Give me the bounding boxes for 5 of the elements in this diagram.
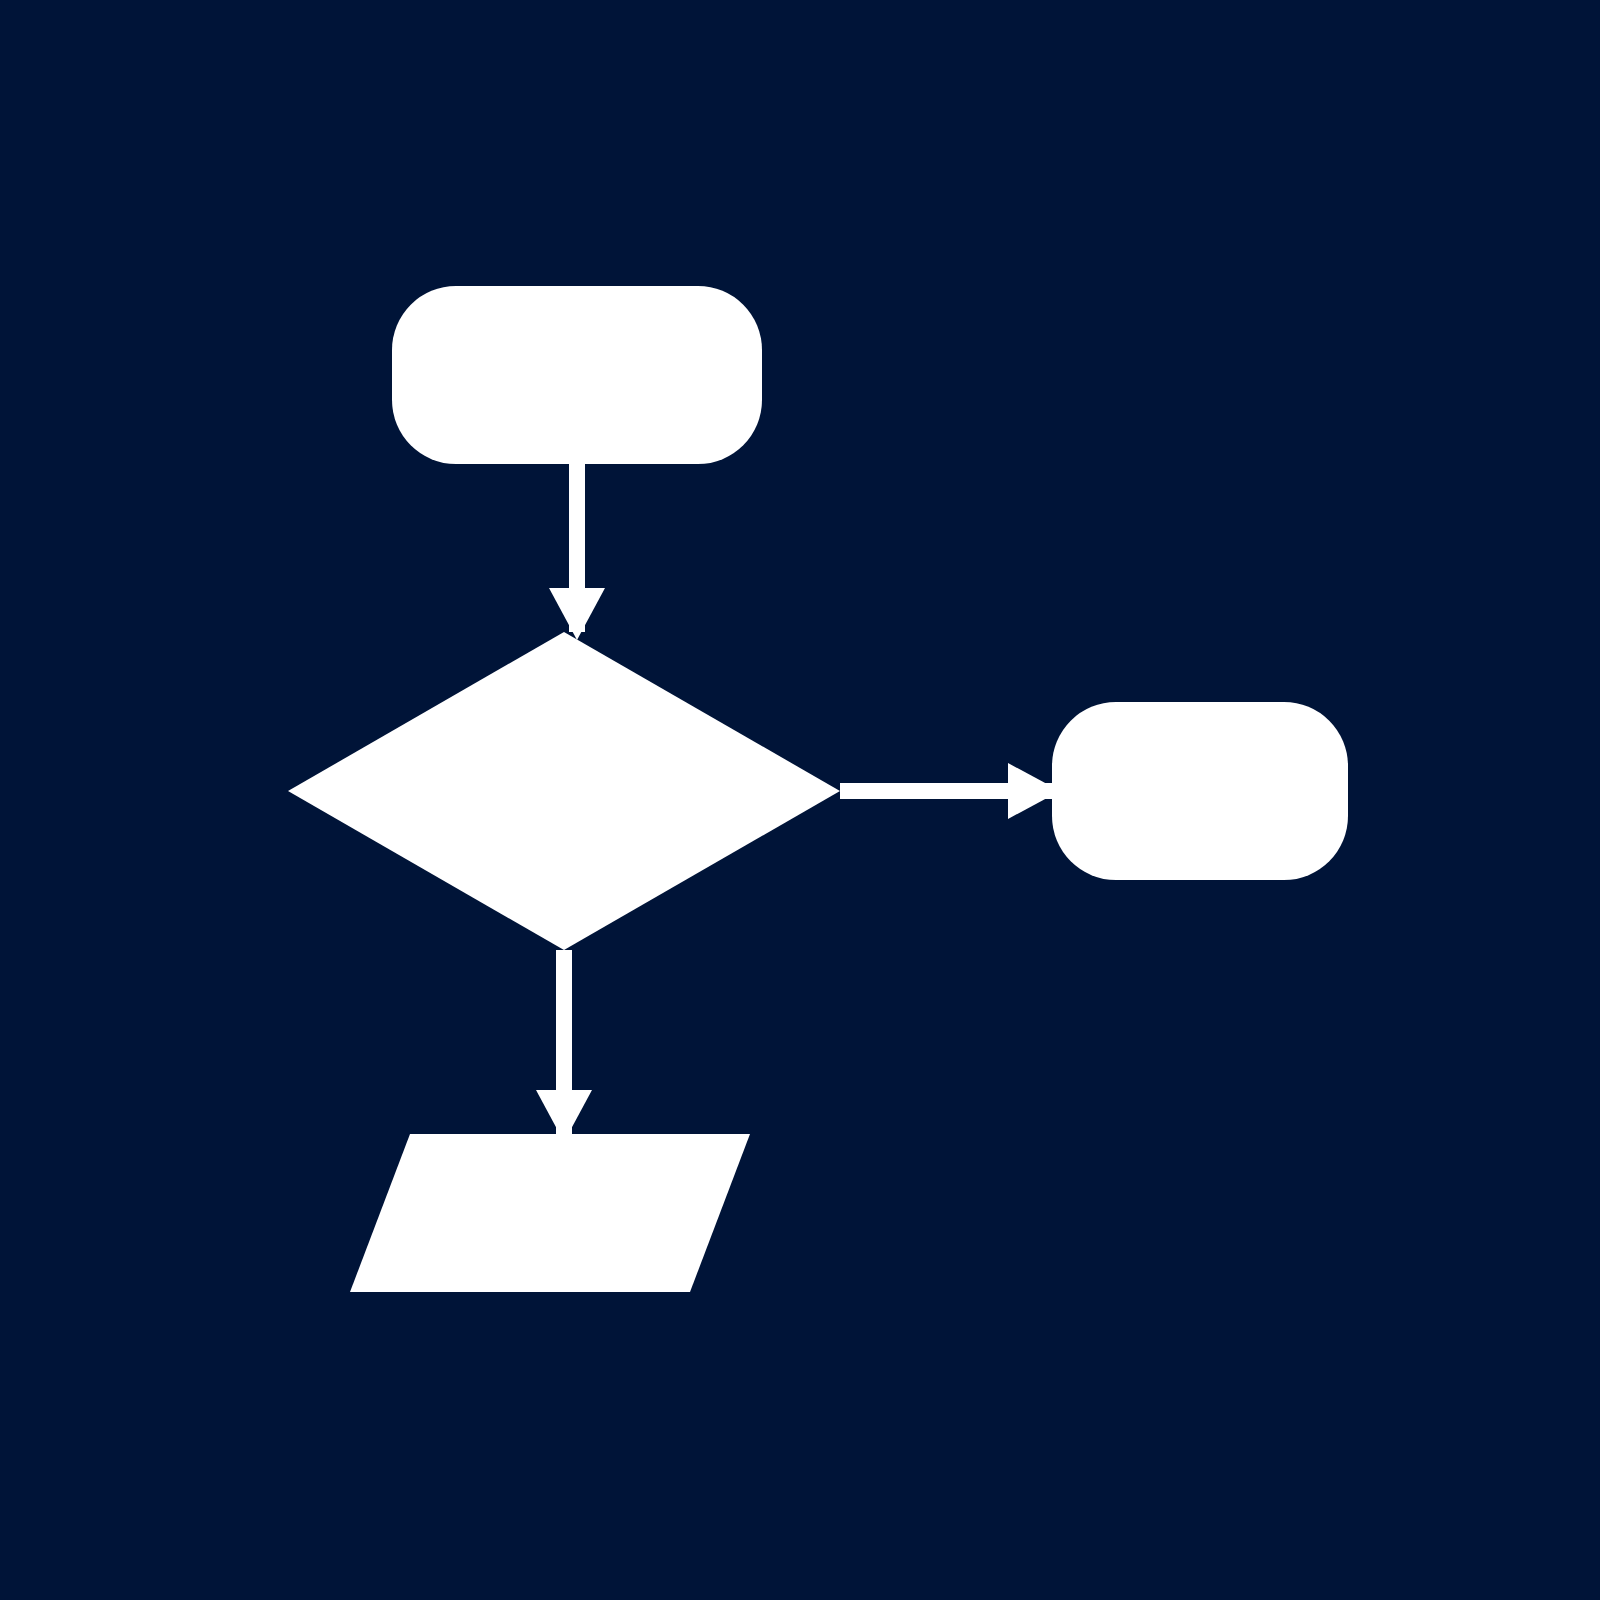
decision-diamond <box>288 632 840 950</box>
arrow <box>549 464 605 640</box>
rounded-box <box>1052 702 1348 880</box>
input-output-parallelogram <box>350 1134 750 1292</box>
rounded-box <box>392 286 762 464</box>
